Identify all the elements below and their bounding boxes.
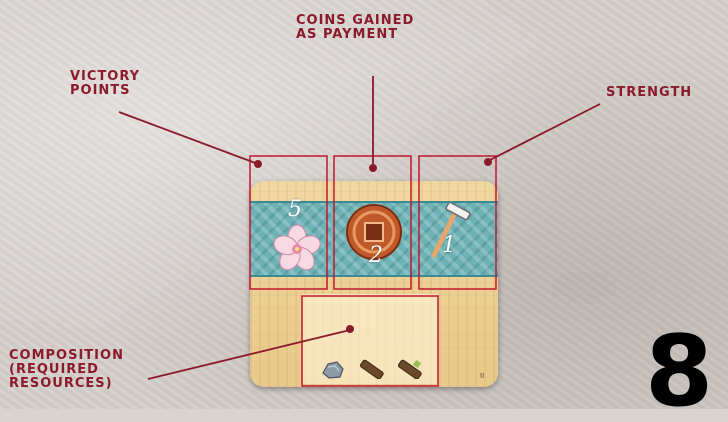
leader-victory-points	[119, 112, 258, 164]
leader-strength	[488, 104, 600, 161]
callout-box-victory-points	[250, 156, 327, 289]
callout-box-coins	[334, 156, 411, 289]
leader-dot-strength	[484, 158, 492, 166]
callout-overlay	[0, 0, 728, 409]
leader-dot-composition	[346, 325, 354, 333]
callout-box-strength	[419, 156, 496, 289]
leader-dot-coins	[369, 164, 377, 172]
leader-dot-victory-points	[254, 160, 262, 168]
leader-composition	[148, 330, 350, 379]
callout-box-composition	[302, 296, 438, 386]
